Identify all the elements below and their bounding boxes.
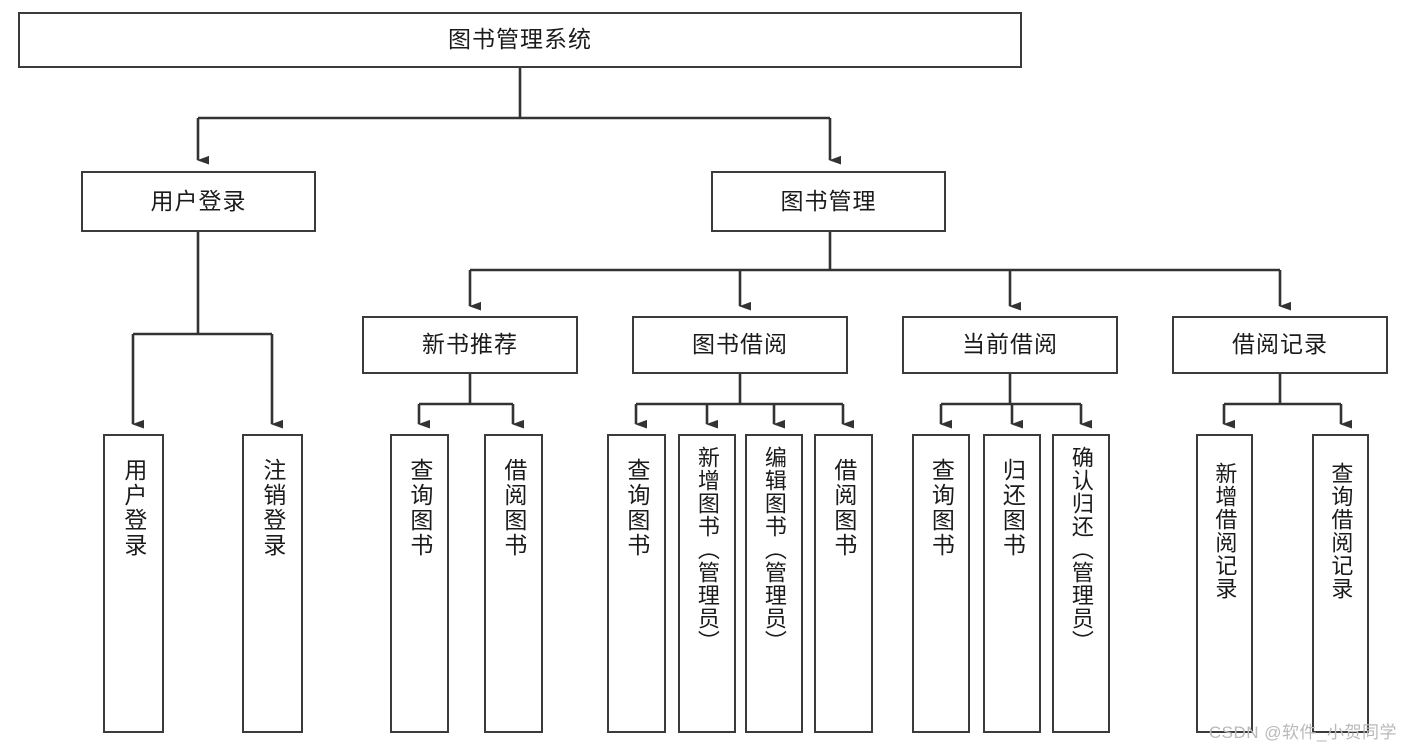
node-leaf-query-book-borrow[interactable]: 查询图书: [607, 434, 666, 733]
node-leaf-return-book[interactable]: 归还图书: [983, 434, 1041, 733]
node-label: 注销登录: [259, 458, 286, 558]
node-leaf-confirm-return-admin[interactable]: 确认归还（管理员）: [1052, 434, 1110, 733]
node-leaf-logout[interactable]: 注销登录: [242, 434, 303, 733]
watermark-text: CSDN @软件_小贺同学: [1208, 723, 1397, 742]
node-leaf-query-book-current[interactable]: 查询图书: [912, 434, 970, 733]
node-leaf-add-book-admin[interactable]: 新增图书（管理员）: [678, 434, 736, 733]
node-label: 图书管理: [780, 187, 877, 214]
node-leaf-user-login[interactable]: 用户登录: [103, 434, 164, 733]
node-label: 用户登录: [150, 187, 247, 214]
node-new-book-recommend[interactable]: 新书推荐: [362, 316, 578, 374]
node-leaf-borrow-book-borrow[interactable]: 借阅图书: [814, 434, 873, 733]
node-label: 当前借阅: [962, 331, 1058, 358]
node-label: 查询借阅记录: [1328, 462, 1354, 600]
node-leaf-query-borrow-record[interactable]: 查询借阅记录: [1312, 434, 1369, 733]
node-leaf-add-borrow-record[interactable]: 新增借阅记录: [1196, 434, 1253, 733]
node-leaf-query-book-recommend[interactable]: 查询图书: [390, 434, 449, 733]
node-label: 编辑图书（管理员）: [761, 446, 787, 653]
node-label: 新书推荐: [422, 331, 518, 358]
node-leaf-edit-book-admin[interactable]: 编辑图书（管理员）: [745, 434, 803, 733]
node-label: 新增图书（管理员）: [694, 446, 720, 653]
node-current-borrow[interactable]: 当前借阅: [902, 316, 1118, 374]
node-user-login[interactable]: 用户登录: [81, 171, 316, 232]
node-label: 借阅图书: [500, 458, 527, 558]
node-label: 图书借阅: [692, 331, 788, 358]
node-label: 借阅记录: [1232, 331, 1328, 358]
node-book-management[interactable]: 图书管理: [711, 171, 946, 232]
node-label: 查询图书: [928, 458, 955, 558]
node-label: 用户登录: [120, 458, 147, 558]
node-label: 新增借阅记录: [1212, 462, 1238, 600]
node-label: 确认归还（管理员）: [1068, 446, 1094, 653]
node-borrow-record[interactable]: 借阅记录: [1172, 316, 1388, 374]
node-root-book-management-system[interactable]: 图书管理系统: [18, 12, 1022, 68]
node-label: 归还图书: [999, 458, 1026, 558]
node-label: 查询图书: [623, 458, 650, 558]
node-book-borrow[interactable]: 图书借阅: [632, 316, 848, 374]
node-label: 借阅图书: [830, 458, 857, 558]
node-label: 查询图书: [406, 458, 433, 558]
node-leaf-borrow-book-recommend[interactable]: 借阅图书: [484, 434, 543, 733]
node-label: 图书管理系统: [448, 26, 592, 53]
